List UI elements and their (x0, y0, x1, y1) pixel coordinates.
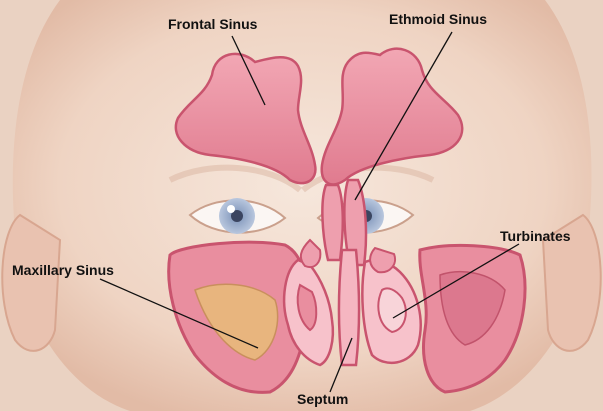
label-maxillary-sinus: Maxillary Sinus (12, 262, 114, 278)
label-frontal-sinus: Frontal Sinus (168, 16, 257, 32)
left-ear (2, 215, 60, 351)
label-turbinates: Turbinates (500, 228, 571, 244)
septum (339, 250, 359, 365)
label-septum: Septum (297, 391, 348, 407)
label-ethmoid-sinus: Ethmoid Sinus (389, 11, 487, 27)
